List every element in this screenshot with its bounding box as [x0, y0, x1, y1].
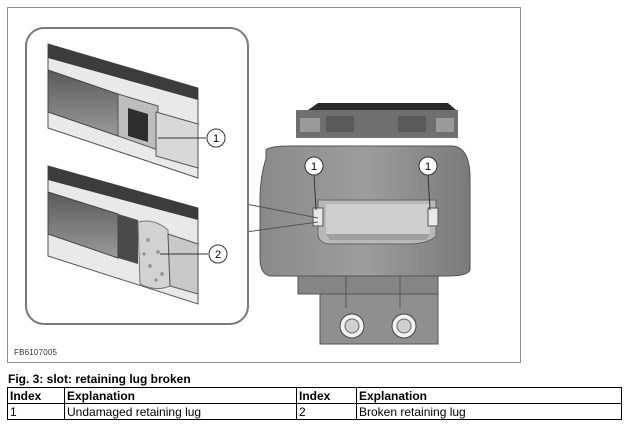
header-index: Index — [296, 387, 357, 404]
legend-row: 1 Undamaged retaining lug 2 Broken retai… — [7, 403, 622, 420]
illustration-drawing: 1 2 1 1 — [25, 27, 471, 345]
undamaged-lug-detail — [47, 43, 199, 179]
broken-lug-detail — [47, 165, 199, 305]
explanation-cell: Undamaged retaining lug — [64, 403, 297, 420]
main-housing — [259, 103, 471, 345]
legend-table: Index Explanation Index Explanation 1 Un… — [7, 387, 622, 420]
header-explanation: Explanation — [64, 387, 297, 404]
technical-illustration: 1 2 1 1 FB6107005 — [7, 7, 521, 363]
callout-circle — [208, 244, 228, 264]
callout-circle — [418, 156, 438, 176]
index-cell: 1 — [7, 403, 65, 420]
figure-caption: Fig. 3: slot: retaining lug broken — [8, 372, 191, 386]
callout-circle — [206, 128, 226, 148]
explanation-cell: Broken retaining lug — [356, 403, 622, 420]
legend-header-row: Index Explanation Index Explanation — [7, 387, 622, 404]
callout-label: 1 — [213, 133, 219, 145]
header-index: Index — [7, 387, 65, 404]
callout-label: 1 — [425, 161, 431, 173]
index-cell: 2 — [296, 403, 357, 420]
header-explanation: Explanation — [356, 387, 622, 404]
callout-circle — [304, 156, 324, 176]
callout-label: 1 — [311, 161, 317, 173]
figure-code: FB6107005 — [14, 348, 58, 357]
callout-label: 2 — [215, 249, 221, 261]
